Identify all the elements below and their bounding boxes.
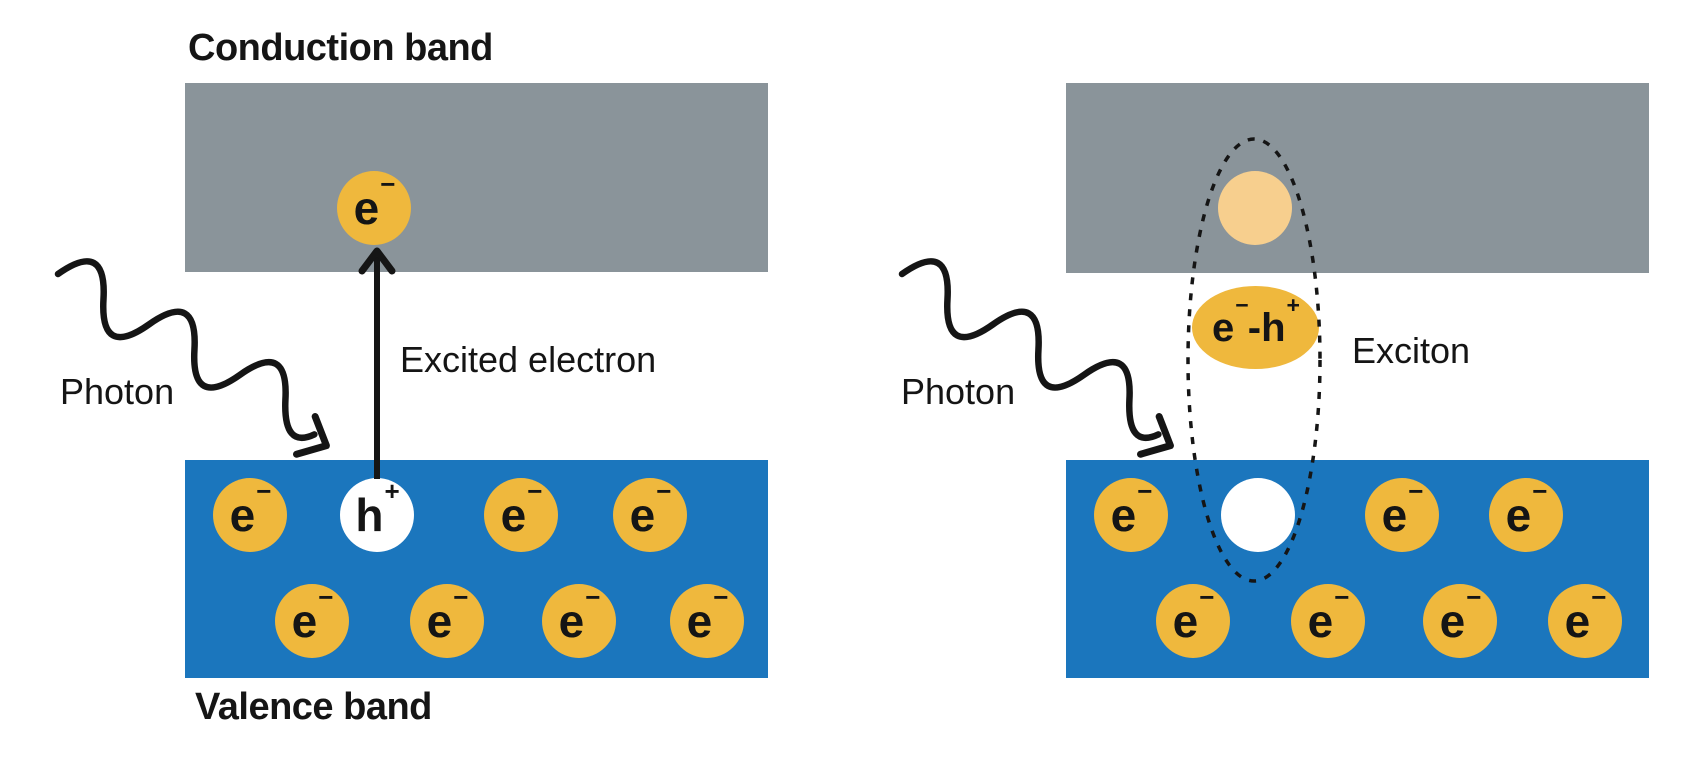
electron-particle: e− [542,584,616,658]
electron-particle: e− [1156,584,1230,658]
electron-label: e− [686,581,729,647]
photon-label-right: Photon [901,371,1016,412]
electron-particle: e− [1291,584,1365,658]
hole-particle-unlabeled [1221,478,1295,552]
electron-label: e− [1505,475,1548,541]
conduction-band-title: Conduction band [188,27,493,69]
valence-band-title: Valence band [195,686,432,728]
electron-particle: e− [1423,584,1497,658]
electron-particle: e− [213,478,287,552]
electron-label: e− [1439,581,1482,647]
electron-label: e− [291,581,334,647]
excited-electron-label: Excited electron [400,339,657,380]
electron-label: e− [1381,475,1424,541]
electron-label: e− [500,475,543,541]
electron-label: e− [426,581,469,647]
photon-wave-icon [898,258,1174,458]
bound-electron-particle [1218,171,1292,245]
electron-particle: e− [1489,478,1563,552]
electron-label: e− [1172,581,1215,647]
exciton-boundary-ellipse [1186,137,1322,583]
electron-particle: e− [670,584,744,658]
electron-particle: e− [1548,584,1622,658]
hole-label: h+ [355,475,400,541]
excitation-arrow-icon [358,247,396,479]
hole-particle: h+ [340,478,414,552]
electron-hole-pair: e−-h+ [1192,286,1319,369]
photon-label-left: Photon [60,371,175,412]
excited-electron-particle: e− [337,171,411,245]
electron-particle: e− [613,478,687,552]
exciton-label: Exciton [1352,330,1471,371]
conduction-band-right [1066,83,1649,273]
photon-wave-icon [54,258,330,458]
electron-label: e− [1564,581,1607,647]
electron-label: e− [1307,581,1350,647]
electron-particle: e− [275,584,349,658]
electron-label: e− [229,475,272,541]
electron-label: e− [629,475,672,541]
electron-label: e− [558,581,601,647]
electron-label: e− [1110,475,1153,541]
electron-particle: e− [1365,478,1439,552]
electron-label: e− [353,168,396,234]
electron-particle: e− [484,478,558,552]
electron-particle: e− [1094,478,1168,552]
conduction-band-left [185,83,768,272]
pair-label: e−-h+ [1212,292,1300,350]
electron-particle: e− [410,584,484,658]
